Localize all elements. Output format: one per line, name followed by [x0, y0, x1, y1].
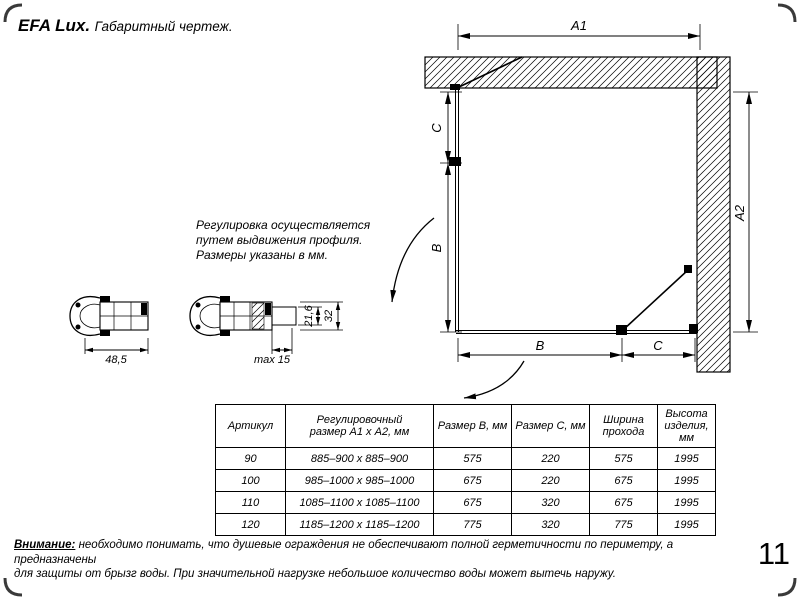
page-number: 11 [757, 536, 790, 571]
cell-passage: 775 [589, 513, 658, 536]
profile-dim-max: max 15 [254, 354, 291, 366]
dimension-a1: A1 [457, 18, 701, 50]
cell-size-b: 775 [433, 513, 512, 536]
cell-size-c: 320 [511, 513, 590, 536]
wall-top [424, 56, 718, 89]
cell-height: 1995 [657, 491, 716, 514]
cell-adjust: 1085–1100 х 1085–1100 [285, 491, 434, 514]
cell-articul: 120 [215, 513, 286, 536]
dimension-left-c-b: C B [429, 91, 462, 333]
title-caption: Габаритный чертеж. [94, 19, 233, 34]
profile-dim-inner-height: 21,6 [303, 304, 315, 327]
table-row: 100 985–1000 х 985–1000 675 220 675 1995 [215, 469, 716, 492]
cell-size-c: 220 [511, 469, 590, 492]
adjustment-note-line-3: Размеры указаны в мм. [196, 248, 328, 262]
col-header-size-c: Размер С, мм [511, 404, 590, 448]
cell-adjust: 985–1000 х 985–1000 [285, 469, 434, 492]
table-row: 110 1085–1100 х 1085–1100 675 320 675 19… [215, 491, 716, 514]
dim-label-b-bottom: B [536, 338, 545, 353]
cell-size-c: 320 [511, 491, 590, 514]
warning-text-2: для защиты от брызг воды. При значительн… [14, 568, 616, 580]
cell-adjust: 885–900 х 885–900 [285, 447, 434, 470]
profile-dim-width: 48,5 [105, 354, 127, 366]
warning-note: Внимание: необходимо понимать, что душев… [14, 538, 754, 582]
dim-label-a1: A1 [570, 18, 587, 33]
cell-articul: 90 [215, 447, 286, 470]
cell-passage: 675 [589, 491, 658, 514]
cell-size-b: 675 [433, 491, 512, 514]
dimension-bottom-b-c: B C [457, 338, 696, 362]
door-open-position [458, 56, 689, 331]
size-table: Артикул Регулировочный размер А1 х А2, м… [215, 404, 716, 536]
cell-height: 1995 [657, 469, 716, 492]
col-header-adjust: Регулировочный размер А1 х А2, мм [285, 404, 434, 448]
warning-line-1: Внимание: необходимо понимать, что душев… [14, 538, 754, 567]
cell-height: 1995 [657, 513, 716, 536]
dim-label-c-bottom: C [653, 338, 663, 353]
door-swing-arrows [390, 217, 525, 400]
col-header-height: Высота изделия, мм [657, 404, 716, 448]
profile-section-2: max 15 21,6 32 [189, 296, 343, 366]
cell-size-c: 220 [511, 447, 590, 470]
warning-text-1: необходимо понимать, что душевые огражде… [14, 539, 674, 566]
dim-label-c-left: C [429, 123, 444, 133]
col-header-size-b: Размер В, мм [433, 404, 512, 448]
table-row: 90 885–900 х 885–900 575 220 575 1995 [215, 447, 716, 470]
glass-panel-left [455, 88, 459, 332]
brand-name: EFA Lux. [18, 16, 91, 35]
dimension-a2: A2 [732, 91, 758, 333]
profile-section-1: 48,5 [69, 296, 149, 366]
adjustment-note-line-2: путем выдвижения профиля. [196, 233, 363, 247]
warning-label: Внимание: [14, 539, 76, 551]
size-table-header-row: Артикул Регулировочный размер А1 х А2, м… [215, 404, 716, 448]
col-header-articul: Артикул [215, 404, 286, 448]
page-title: EFA Lux. Габаритный чертеж. [18, 16, 233, 36]
dim-label-b-left: B [429, 243, 444, 252]
cell-articul: 110 [215, 491, 286, 514]
adjustment-note-line-1: Регулировка осуществляется [196, 218, 371, 232]
cell-articul: 100 [215, 469, 286, 492]
hinge-hardware [449, 84, 698, 335]
table-row: 120 1185–1200 х 1185–1200 775 320 775 19… [215, 513, 716, 536]
cell-height: 1995 [657, 447, 716, 470]
cell-size-b: 575 [433, 447, 512, 470]
wall-right [696, 56, 731, 373]
col-header-passage: Ширина прохода [589, 404, 658, 448]
cell-size-b: 675 [433, 469, 512, 492]
cell-passage: 675 [589, 469, 658, 492]
glass-panel-bottom [456, 330, 697, 334]
adjustment-note: Регулировка осуществляется путем выдвиже… [196, 218, 370, 263]
profile-dim-outer-height: 32 [323, 310, 335, 322]
dim-label-a2: A2 [732, 204, 747, 222]
cell-passage: 575 [589, 447, 658, 470]
cell-adjust: 1185–1200 х 1185–1200 [285, 513, 434, 536]
